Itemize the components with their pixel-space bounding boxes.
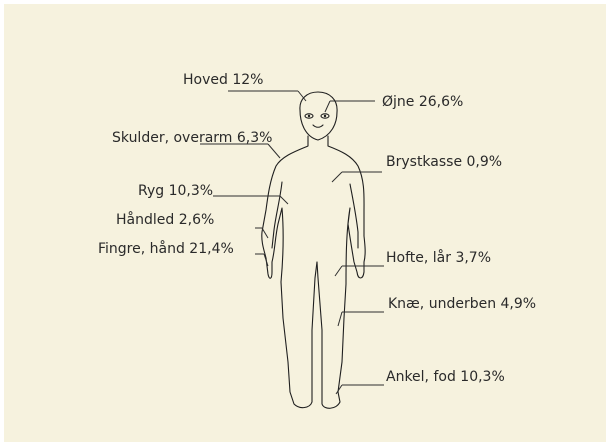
label-head: Hoved 12%	[183, 72, 263, 88]
back-leader-tick	[280, 196, 288, 204]
body-left-outline	[262, 136, 317, 408]
wrist-leader-tick	[262, 228, 268, 238]
human-body-figure	[262, 92, 365, 408]
knee-leader-tick	[338, 312, 342, 326]
left-pupil	[308, 115, 310, 117]
right-inner-arm	[350, 184, 358, 248]
label-knee: Knæ, underben 4,9%	[388, 296, 536, 312]
label-hip: Hofte, lår 3,7%	[386, 249, 491, 266]
label-ankle: Ankel, fod 10,3%	[386, 369, 505, 385]
chest-leader-tick	[332, 172, 342, 182]
eyes-leader-tick	[325, 101, 330, 112]
label-fingers: Fingre, hånd 21,4%	[98, 240, 234, 257]
mouth	[313, 125, 323, 127]
right-pupil	[324, 115, 326, 117]
label-eyes: Øjne 26,6%	[382, 94, 463, 110]
shoulder-leader-tick	[268, 144, 280, 158]
hip-leader-tick	[335, 266, 342, 276]
label-back: Ryg 10,3%	[138, 183, 213, 199]
body-right-outline	[317, 136, 365, 408]
label-chest: Brystkasse 0,9%	[386, 154, 502, 170]
label-shoulder: Skulder, overarm 6,3%	[112, 130, 272, 146]
fingers-leader-tick	[264, 254, 268, 266]
label-wrist: Håndled 2,6%	[116, 211, 214, 228]
labels: Hoved 12% Øjne 26,6% Skulder, overarm 6,…	[98, 72, 536, 385]
